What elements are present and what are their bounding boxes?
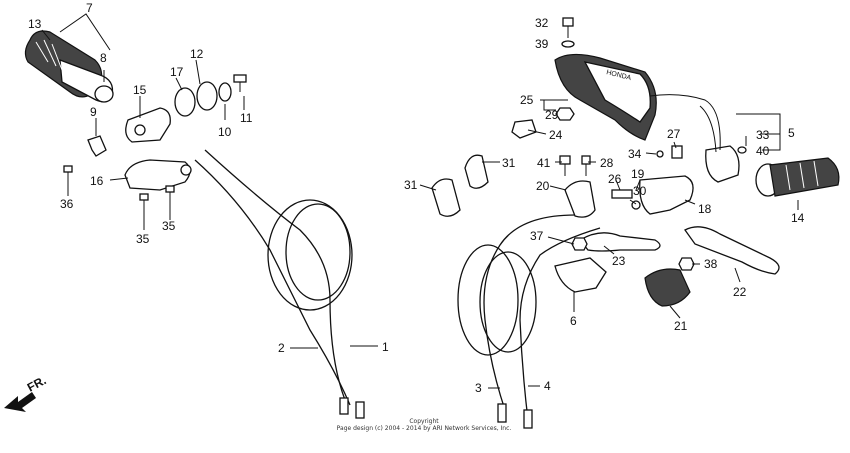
lever-bracket-right xyxy=(611,175,694,215)
band-31-lower xyxy=(431,178,461,217)
front-label: FR. xyxy=(25,373,49,394)
callout-6: 6 xyxy=(570,314,577,328)
callout-34: 34 xyxy=(628,147,642,161)
callout-18: 18 xyxy=(698,202,712,216)
callout-1: 1 xyxy=(382,340,389,354)
callout-35b: 35 xyxy=(162,219,176,233)
callout-30: 30 xyxy=(633,184,647,198)
lever-cover xyxy=(644,268,691,307)
band-31-upper xyxy=(464,154,489,189)
callout-12: 12 xyxy=(190,47,204,61)
copyright-line-1: Copyright xyxy=(409,418,439,425)
copyright-line-2: Page design (c) 2004 - 2014 by ARI Netwo… xyxy=(337,425,512,432)
callout-8: 8 xyxy=(100,51,107,65)
callout-41: 41 xyxy=(537,156,551,170)
cable-guide xyxy=(87,135,107,157)
callout-19: 19 xyxy=(631,167,645,181)
callout-26: 26 xyxy=(608,172,622,186)
throttle-housing-lower xyxy=(124,159,192,191)
callout-39: 39 xyxy=(535,37,549,51)
bolt-32 xyxy=(562,17,574,27)
throttle-housing xyxy=(125,107,171,143)
nut-37 xyxy=(571,237,588,251)
copyright-notice: Copyright Page design (c) 2004 - 2014 by… xyxy=(337,418,512,432)
callout-31a: 31 xyxy=(404,178,418,192)
washer-39 xyxy=(561,40,575,48)
callout-10: 10 xyxy=(218,125,232,139)
kill-switch xyxy=(649,94,740,183)
callout-27: 27 xyxy=(667,127,681,141)
callout-15: 15 xyxy=(133,83,147,97)
nut-29 xyxy=(555,107,575,121)
callout-5: 5 xyxy=(788,126,795,140)
clip-24 xyxy=(511,119,537,139)
callout-38: 38 xyxy=(704,257,718,271)
switch-6 xyxy=(554,257,607,293)
right-grip xyxy=(755,157,840,197)
clutch-lever xyxy=(579,232,661,252)
callout-20: 20 xyxy=(536,179,550,193)
clutch-cables xyxy=(457,214,601,429)
callout-25: 25 xyxy=(520,93,534,107)
callout-9: 9 xyxy=(90,105,97,119)
callout-21: 21 xyxy=(674,319,688,333)
callout-3: 3 xyxy=(475,381,482,395)
callout-40: 40 xyxy=(756,144,770,158)
callout-28: 28 xyxy=(600,156,614,170)
brake-lever xyxy=(684,226,780,275)
callout-16: 16 xyxy=(90,174,104,188)
hand-guard: HONDA xyxy=(554,53,657,141)
callout-22: 22 xyxy=(733,285,747,299)
callout-23: 23 xyxy=(612,254,626,268)
clutch-bracket xyxy=(559,155,596,218)
nut-38 xyxy=(678,257,695,271)
throttle-cables xyxy=(194,149,365,419)
collar-set xyxy=(174,74,247,117)
callout-29: 29 xyxy=(545,108,559,122)
bolts-left xyxy=(63,165,175,214)
callout-7: 7 xyxy=(86,1,93,15)
callout-17: 17 xyxy=(170,65,184,79)
callout-24: 24 xyxy=(549,128,563,142)
callout-32: 32 xyxy=(535,16,549,30)
screw-40 xyxy=(737,146,747,154)
throttle-grip xyxy=(24,30,114,103)
callouts: 7 13 8 9 15 12 17 10 11 16 36 35 35 2 1 … xyxy=(28,1,805,395)
callout-11: 11 xyxy=(240,111,253,125)
callout-37: 37 xyxy=(530,229,544,243)
front-direction-indicator: FR. xyxy=(4,373,48,412)
callout-36: 36 xyxy=(60,197,74,211)
callout-33: 33 xyxy=(756,128,770,142)
callout-13: 13 xyxy=(28,17,42,31)
leader-lines xyxy=(41,13,799,389)
callout-35a: 35 xyxy=(136,232,150,246)
callout-4: 4 xyxy=(544,379,551,393)
callout-14: 14 xyxy=(791,211,805,225)
callout-31b: 31 xyxy=(502,156,516,170)
front-arrow-icon xyxy=(4,392,36,412)
callout-2: 2 xyxy=(278,341,285,355)
